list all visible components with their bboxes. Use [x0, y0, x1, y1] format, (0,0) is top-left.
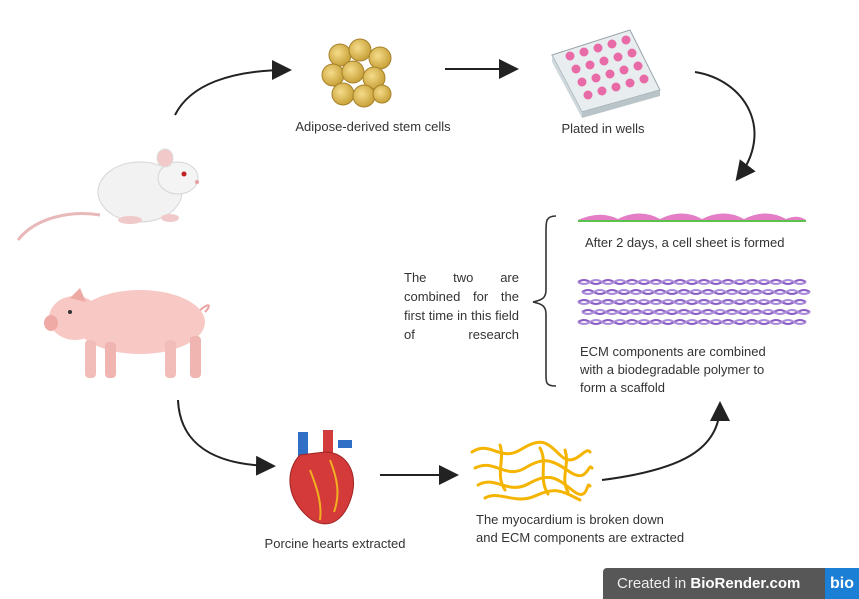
- myocardium-label: The myocardium is broken down and ECM co…: [476, 511, 684, 547]
- badge-prefix: Created in: [617, 575, 691, 592]
- combined-note: The two are combined for the first time …: [404, 270, 519, 342]
- stem-cells-icon: [321, 38, 392, 108]
- heart-icon: [289, 430, 354, 525]
- ecm-scaffold-line: ECM components are combined: [580, 344, 766, 359]
- ecm-scaffold-line: form a scaffold: [580, 380, 666, 395]
- pig-icon: [44, 288, 210, 378]
- curly-brace: [532, 215, 557, 387]
- arrow-pig-to-heart: [177, 399, 276, 476]
- collagen-scaffold-icon: [577, 279, 811, 325]
- plated-label: Plated in wells: [561, 121, 645, 136]
- arrow-mouse-to-stem-cells: [174, 60, 292, 116]
- biorender-logo: bio: [825, 568, 859, 599]
- ecm-fibers-icon: [470, 440, 594, 502]
- arrow-ecm-to-scaffold: [601, 401, 730, 481]
- cell-sheet-icon: [578, 213, 806, 222]
- cell-sheet-label: After 2 days, a cell sheet is formed: [585, 235, 785, 250]
- myocardium-line: and ECM components are extracted: [476, 530, 685, 545]
- stem-cells-label: Adipose-derived stem cells: [295, 119, 451, 134]
- well-plate-icon: [551, 29, 661, 118]
- mouse-icon: [16, 148, 199, 241]
- ecm-scaffold-label: ECM components are combined with a biode…: [580, 343, 766, 397]
- biorender-badge[interactable]: Created in BioRender.com bio: [603, 568, 859, 599]
- ecm-scaffold-line: with a biodegradable polymer to: [580, 362, 765, 377]
- arrow-wells-to-cell-sheet: [694, 71, 756, 182]
- hearts-label: Porcine hearts extracted: [264, 536, 406, 551]
- badge-brand: BioRender.com: [690, 575, 801, 592]
- myocardium-line: The myocardium is broken down: [476, 512, 664, 527]
- badge-text: Created in BioRender.com: [603, 575, 824, 592]
